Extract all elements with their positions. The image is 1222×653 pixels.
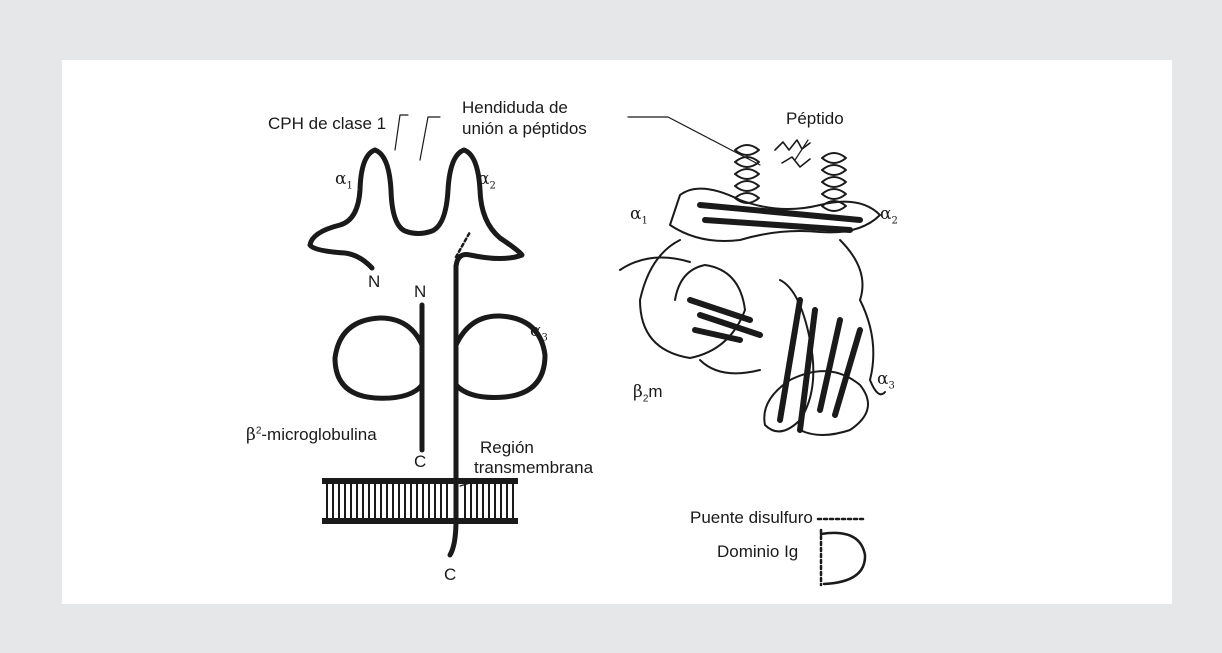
- label-alpha3-right: α3: [877, 370, 895, 389]
- label-cleft-line1: Hendiduda de: [462, 98, 568, 117]
- label-tm-line1: Región: [480, 438, 534, 457]
- label-tm-line2: transmembrana: [474, 458, 593, 477]
- leader-peptide: [795, 140, 808, 160]
- label-n-terminus-b2m: N: [414, 282, 426, 301]
- label-mhc-class: CPH de clase 1: [268, 114, 386, 133]
- label-cleft-line2: unión a péptidos: [462, 119, 587, 138]
- label-peptide: Péptido: [786, 109, 844, 128]
- label-alpha3-left: α3: [530, 322, 548, 341]
- label-alpha2-right: α2: [880, 205, 898, 224]
- label-b2m: β2m: [633, 382, 663, 402]
- label-alpha1-right: α1: [630, 205, 648, 224]
- legend-ig-loop: [821, 533, 865, 584]
- label-alpha1-left: α1: [335, 170, 353, 189]
- label-c-terminus-alpha: C: [444, 565, 456, 584]
- b2m-domain: [335, 318, 422, 398]
- membrane-lipids: [327, 484, 513, 518]
- heavy-chain-stem: [450, 266, 456, 555]
- legend-ig-label: Dominio Ig: [717, 542, 798, 561]
- label-alpha2-left: α2: [478, 170, 496, 189]
- leader-mhc: [395, 115, 408, 150]
- label-n-terminus-alpha: N: [368, 272, 380, 291]
- alpha-chain-top: [310, 150, 522, 268]
- legend-disulfide-label: Puente disulfuro: [690, 508, 813, 527]
- label-c-terminus-b2m: C: [414, 452, 426, 471]
- leader-cleft-left: [420, 117, 440, 160]
- label-b2-microglobulin: β2-microglobulina: [246, 425, 377, 445]
